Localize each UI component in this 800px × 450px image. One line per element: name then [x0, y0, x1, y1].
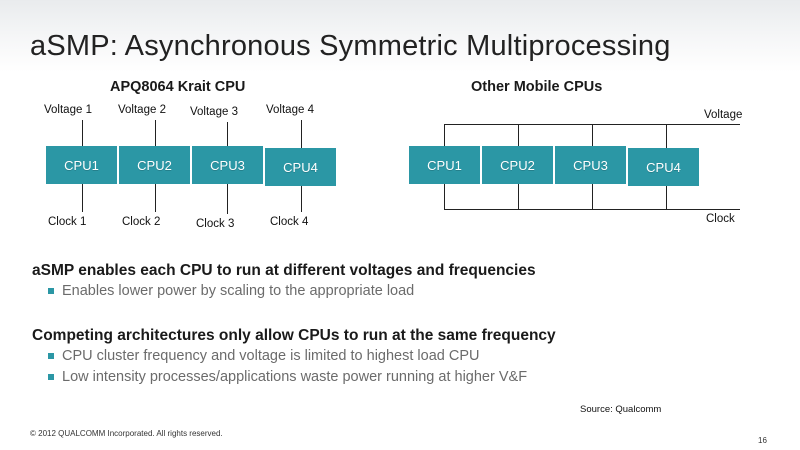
right-voltage-tap-3 [592, 124, 593, 146]
voltage-1-line [82, 120, 83, 146]
left-cpu4-box: CPU4 [265, 148, 336, 186]
clock-2-label: Clock 2 [122, 216, 161, 228]
bullet-square-icon [48, 374, 54, 380]
section1-bullet-1: Enables lower power by scaling to the ap… [48, 283, 414, 299]
right-clock-tap-1 [444, 184, 445, 210]
section2-bullet-2: Low intensity processes/applications was… [48, 369, 527, 385]
clock-rail-label: Clock [706, 213, 735, 225]
clock-4-line [301, 186, 302, 212]
page-number: 16 [758, 436, 767, 445]
clock-4-label: Clock 4 [270, 216, 309, 228]
source-note: Source: Qualcomm [580, 404, 662, 415]
clock-3-line [227, 184, 228, 214]
section2-bullet-1: CPU cluster frequency and voltage is lim… [48, 348, 479, 364]
clock-3-label: Clock 3 [196, 218, 235, 230]
bullet-square-icon [48, 288, 54, 294]
section1-bullet-1-text: Enables lower power by scaling to the ap… [62, 283, 415, 299]
right-clock-tap-4 [666, 186, 667, 210]
right-cpu2-box: CPU2 [482, 146, 553, 184]
copyright-footer: © 2012 QUALCOMM Incorporated. All rights… [30, 429, 223, 438]
voltage-2-line [155, 120, 156, 146]
voltage-2-label: Voltage 2 [118, 104, 166, 116]
left-cpu1-box: CPU1 [46, 146, 117, 184]
clock-1-line [82, 184, 83, 212]
bullet-square-icon [48, 353, 54, 359]
section2-bullet-2-text: Low intensity processes/applications was… [62, 369, 528, 385]
left-cpu3-box: CPU3 [192, 146, 263, 184]
left-diagram-title: APQ8064 Krait CPU [110, 79, 246, 95]
section2-bullet-1-text: CPU cluster frequency and voltage is lim… [62, 348, 480, 364]
clock-2-line [155, 184, 156, 212]
right-voltage-tap-4 [666, 124, 667, 148]
section1-heading: aSMP enables each CPU to run at differen… [32, 262, 536, 279]
voltage-3-line [227, 122, 228, 146]
clock-rail-line [444, 209, 740, 210]
voltage-4-line [301, 120, 302, 148]
voltage-1-label: Voltage 1 [44, 104, 92, 116]
clock-1-label: Clock 1 [48, 216, 87, 228]
section2-heading: Competing architectures only allow CPUs … [32, 327, 556, 344]
right-clock-tap-3 [592, 184, 593, 210]
right-cpu1-box: CPU1 [409, 146, 480, 184]
slide-title: aSMP: Asynchronous Symmetric Multiproces… [30, 30, 671, 62]
right-cpu4-box: CPU4 [628, 148, 699, 186]
right-diagram-title: Other Mobile CPUs [471, 79, 603, 95]
right-voltage-tap-2 [518, 124, 519, 146]
voltage-4-label: Voltage 4 [266, 104, 314, 116]
right-cpu3-box: CPU3 [555, 146, 626, 184]
right-voltage-tap-1 [444, 124, 445, 146]
right-clock-tap-2 [518, 184, 519, 210]
voltage-3-label: Voltage 3 [190, 106, 238, 118]
left-cpu2-box: CPU2 [119, 146, 190, 184]
voltage-rail-label: Voltage [704, 109, 743, 121]
